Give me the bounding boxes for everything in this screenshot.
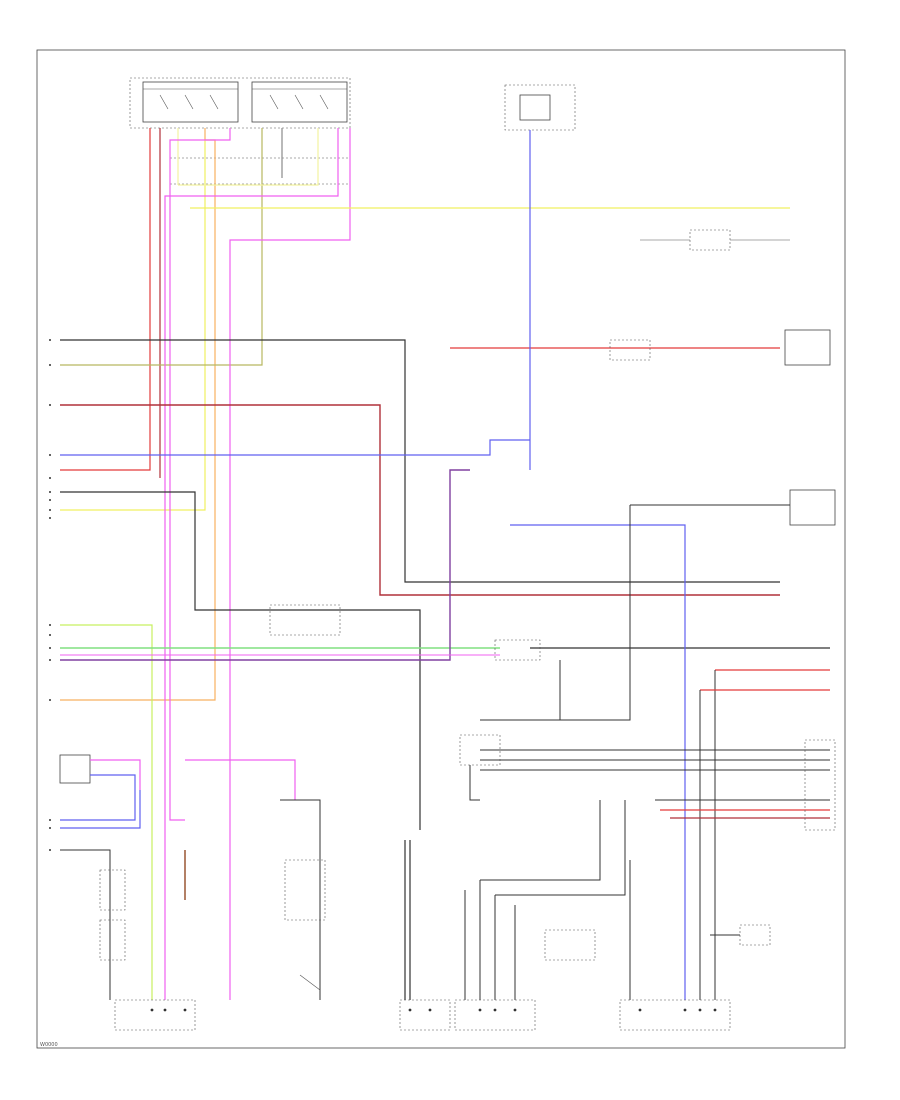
right-components [480,229,836,1000]
diagram-frame [36,49,846,1049]
center-connectors [269,604,561,801]
left-side-components [59,754,296,1000]
horizontal-harness-wires [60,207,830,1000]
top-center-component [504,84,576,131]
footer-code: W0000 [40,1042,58,1048]
bottom-ground-terminals [114,999,731,1031]
top-left-vertical-wires [60,128,351,1000]
left-margin-pins [49,339,51,851]
lower-center-components [280,799,771,1000]
top-left-relay-block [129,77,351,185]
center-blue-wire [510,130,686,1000]
